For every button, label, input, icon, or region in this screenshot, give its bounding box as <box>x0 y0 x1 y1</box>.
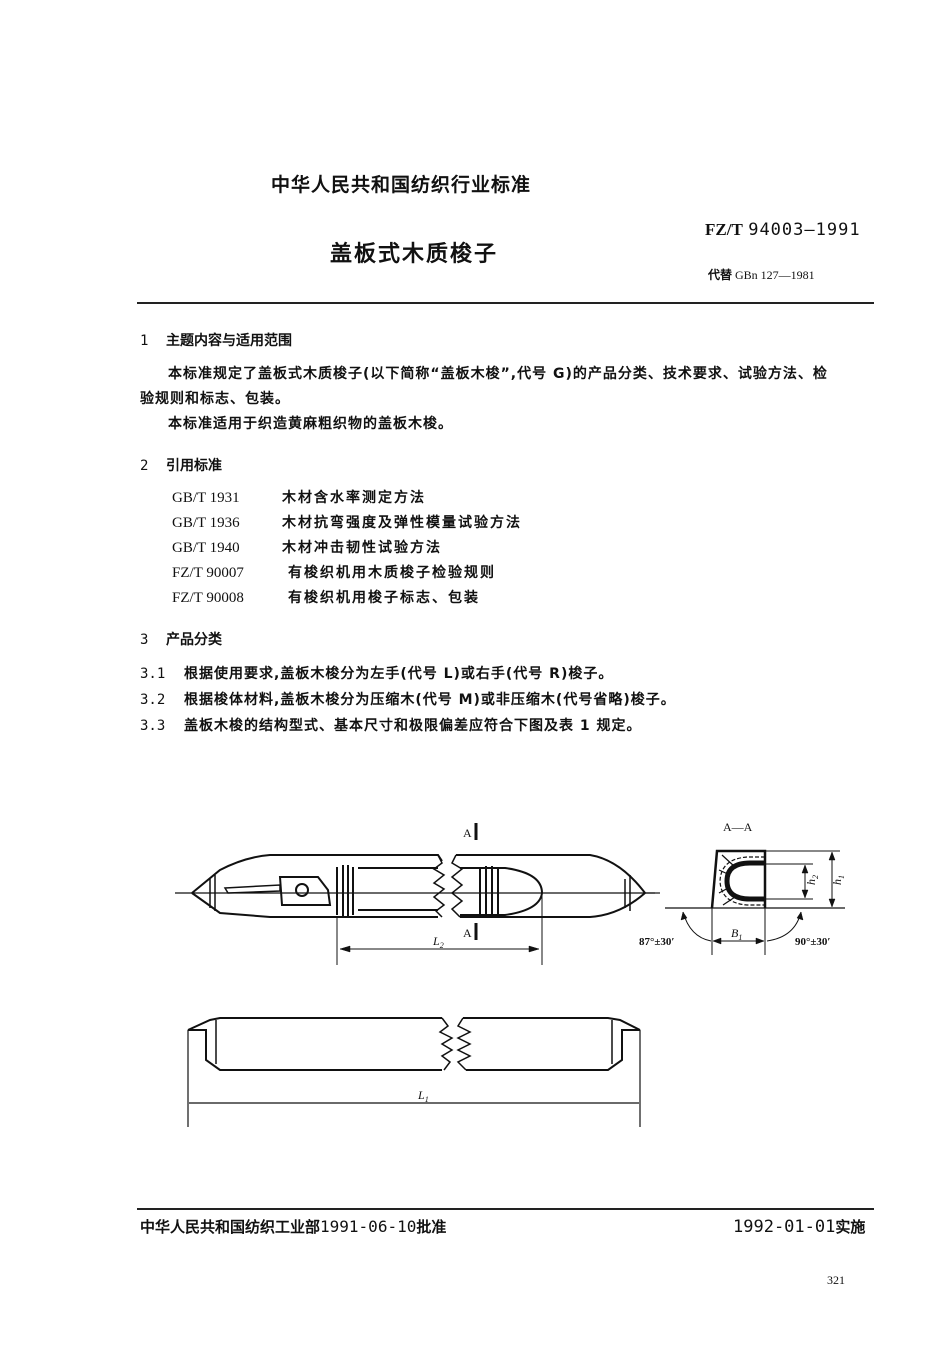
clause-item: 3.1 根据使用要求,盖板木梭分为左手(代号 L)或右手(代号 R)梭子。 <box>140 661 676 687</box>
angle-right-label: 90°±30′ <box>795 936 831 948</box>
dim-l1-label: L1 <box>417 1088 429 1104</box>
reference-code: FZ/T 90008 <box>172 590 244 606</box>
approval-date: 1991-06-10 <box>320 1217 417 1236</box>
replaces-note: 代替 GBn 127—1981 <box>708 266 815 283</box>
effective-date: 1992-01-01 <box>733 1217 836 1237</box>
section-3-heading: 3 产品分类 <box>140 629 222 649</box>
replaces-label: 代替 <box>708 268 733 282</box>
reference-code: GB/T 1936 <box>172 515 240 531</box>
header-divider <box>137 302 874 304</box>
section-title: 产品分类 <box>166 632 222 648</box>
section-title: 引用标准 <box>166 458 222 474</box>
dim-h2-label: h2 <box>804 875 820 885</box>
document-title: 盖板式木质梭子 <box>330 242 499 267</box>
standard-code-number: 94003—1991 <box>748 220 861 240</box>
section-number: 3 <box>140 632 149 648</box>
section-a-a-drawing: A—A h2 h1 B1 87°±30′ 90°±30′ <box>639 820 846 955</box>
standard-code-prefix: FZ/T <box>705 220 743 239</box>
approval-label: 批准 <box>416 1218 447 1236</box>
clause-number: 3.3 <box>140 718 166 734</box>
reference-item: FZ/T 90008 有梭织机用梭子标志、包装 <box>172 586 522 611</box>
clause-text: 盖板木梭的结构型式、基本尺寸和极限偏差应符合下图及表 1 规定。 <box>184 718 642 734</box>
section-2-heading: 2 引用标准 <box>140 455 222 475</box>
approval-line: 中华人民共和国纺织工业部1991-06-10批准 <box>140 1216 446 1237</box>
reference-code: GB/T 1931 <box>172 490 240 506</box>
clause-item: 3.2 根据梭体材料,盖板木梭分为压缩木(代号 M)或非压缩木(代号省略)梭子。 <box>140 687 676 713</box>
section-view-label: A—A <box>723 820 753 834</box>
approval-org: 中华人民共和国纺织工业部 <box>140 1218 321 1236</box>
clause-text: 根据梭体材料,盖板木梭分为压缩木(代号 M)或非压缩木(代号省略)梭子。 <box>184 692 676 708</box>
issuing-organization: 中华人民共和国纺织行业标准 <box>271 174 532 196</box>
effective-label: 实施 <box>835 1218 866 1236</box>
angle-left-label: 87°±30′ <box>639 936 675 948</box>
section-1-paragraph-2: 本标准适用于织造黄麻粗织物的盖板木梭。 <box>168 416 453 432</box>
clause-number: 3.2 <box>140 692 166 708</box>
reference-code: FZ/T 90007 <box>172 565 244 581</box>
reference-title: 木材含水率测定方法 <box>282 490 426 506</box>
shuttle-side-view-drawing: L1 <box>187 1017 641 1127</box>
reference-title: 有梭织机用梭子标志、包装 <box>288 590 480 606</box>
reference-title: 木材抗弯强度及弹性模量试验方法 <box>282 515 522 531</box>
section-number: 2 <box>140 458 149 474</box>
effective-line: 1992-01-01实施 <box>733 1216 865 1237</box>
reference-item: GB/T 1931 木材含水率测定方法 <box>172 486 522 511</box>
page-number: 321 <box>827 1273 845 1287</box>
reference-title: 木材冲击韧性试验方法 <box>282 540 442 556</box>
section-1-paragraph-line-1: 本标准规定了盖板式木质梭子(以下简称“盖板木梭”,代号 G)的产品分类、技术要求… <box>168 366 828 382</box>
standard-code: FZ/T 94003—1991 <box>705 220 861 240</box>
reference-item: GB/T 1940 木材冲击韧性试验方法 <box>172 536 522 561</box>
section-marker-bottom: A <box>463 926 472 940</box>
clause-text: 根据使用要求,盖板木梭分为左手(代号 L)或右手(代号 R)梭子。 <box>184 666 614 682</box>
reference-title: 有梭织机用木质梭子检验规则 <box>288 565 496 581</box>
dim-h1-label: h1 <box>830 875 846 885</box>
clause-list: 3.1 根据使用要求,盖板木梭分为左手(代号 L)或右手(代号 R)梭子。 3.2… <box>140 661 676 739</box>
footer-divider <box>137 1208 874 1210</box>
reference-list: GB/T 1931 木材含水率测定方法 GB/T 1936 木材抗弯强度及弹性模量试… <box>172 486 522 611</box>
section-title: 主题内容与适用范围 <box>166 333 292 349</box>
reference-code: GB/T 1940 <box>172 540 240 556</box>
section-number: 1 <box>140 333 149 349</box>
dim-b1-label: B1 <box>731 926 742 942</box>
section-1-heading: 1 主题内容与适用范围 <box>140 330 292 350</box>
clause-number: 3.1 <box>140 666 166 682</box>
dim-l2-label: L2 <box>432 934 444 950</box>
replaces-code: GBn 127—1981 <box>735 268 815 282</box>
section-marker-top: A <box>463 826 472 840</box>
reference-item: FZ/T 90007 有梭织机用木质梭子检验规则 <box>172 561 522 586</box>
reference-item: GB/T 1936 木材抗弯强度及弹性模量试验方法 <box>172 511 522 536</box>
shuttle-top-view-drawing: A A L2 <box>175 823 660 965</box>
section-1-paragraph-line-2: 验规则和标志、包装。 <box>140 391 290 407</box>
clause-item: 3.3 盖板木梭的结构型式、基本尺寸和极限偏差应符合下图及表 1 规定。 <box>140 713 676 739</box>
